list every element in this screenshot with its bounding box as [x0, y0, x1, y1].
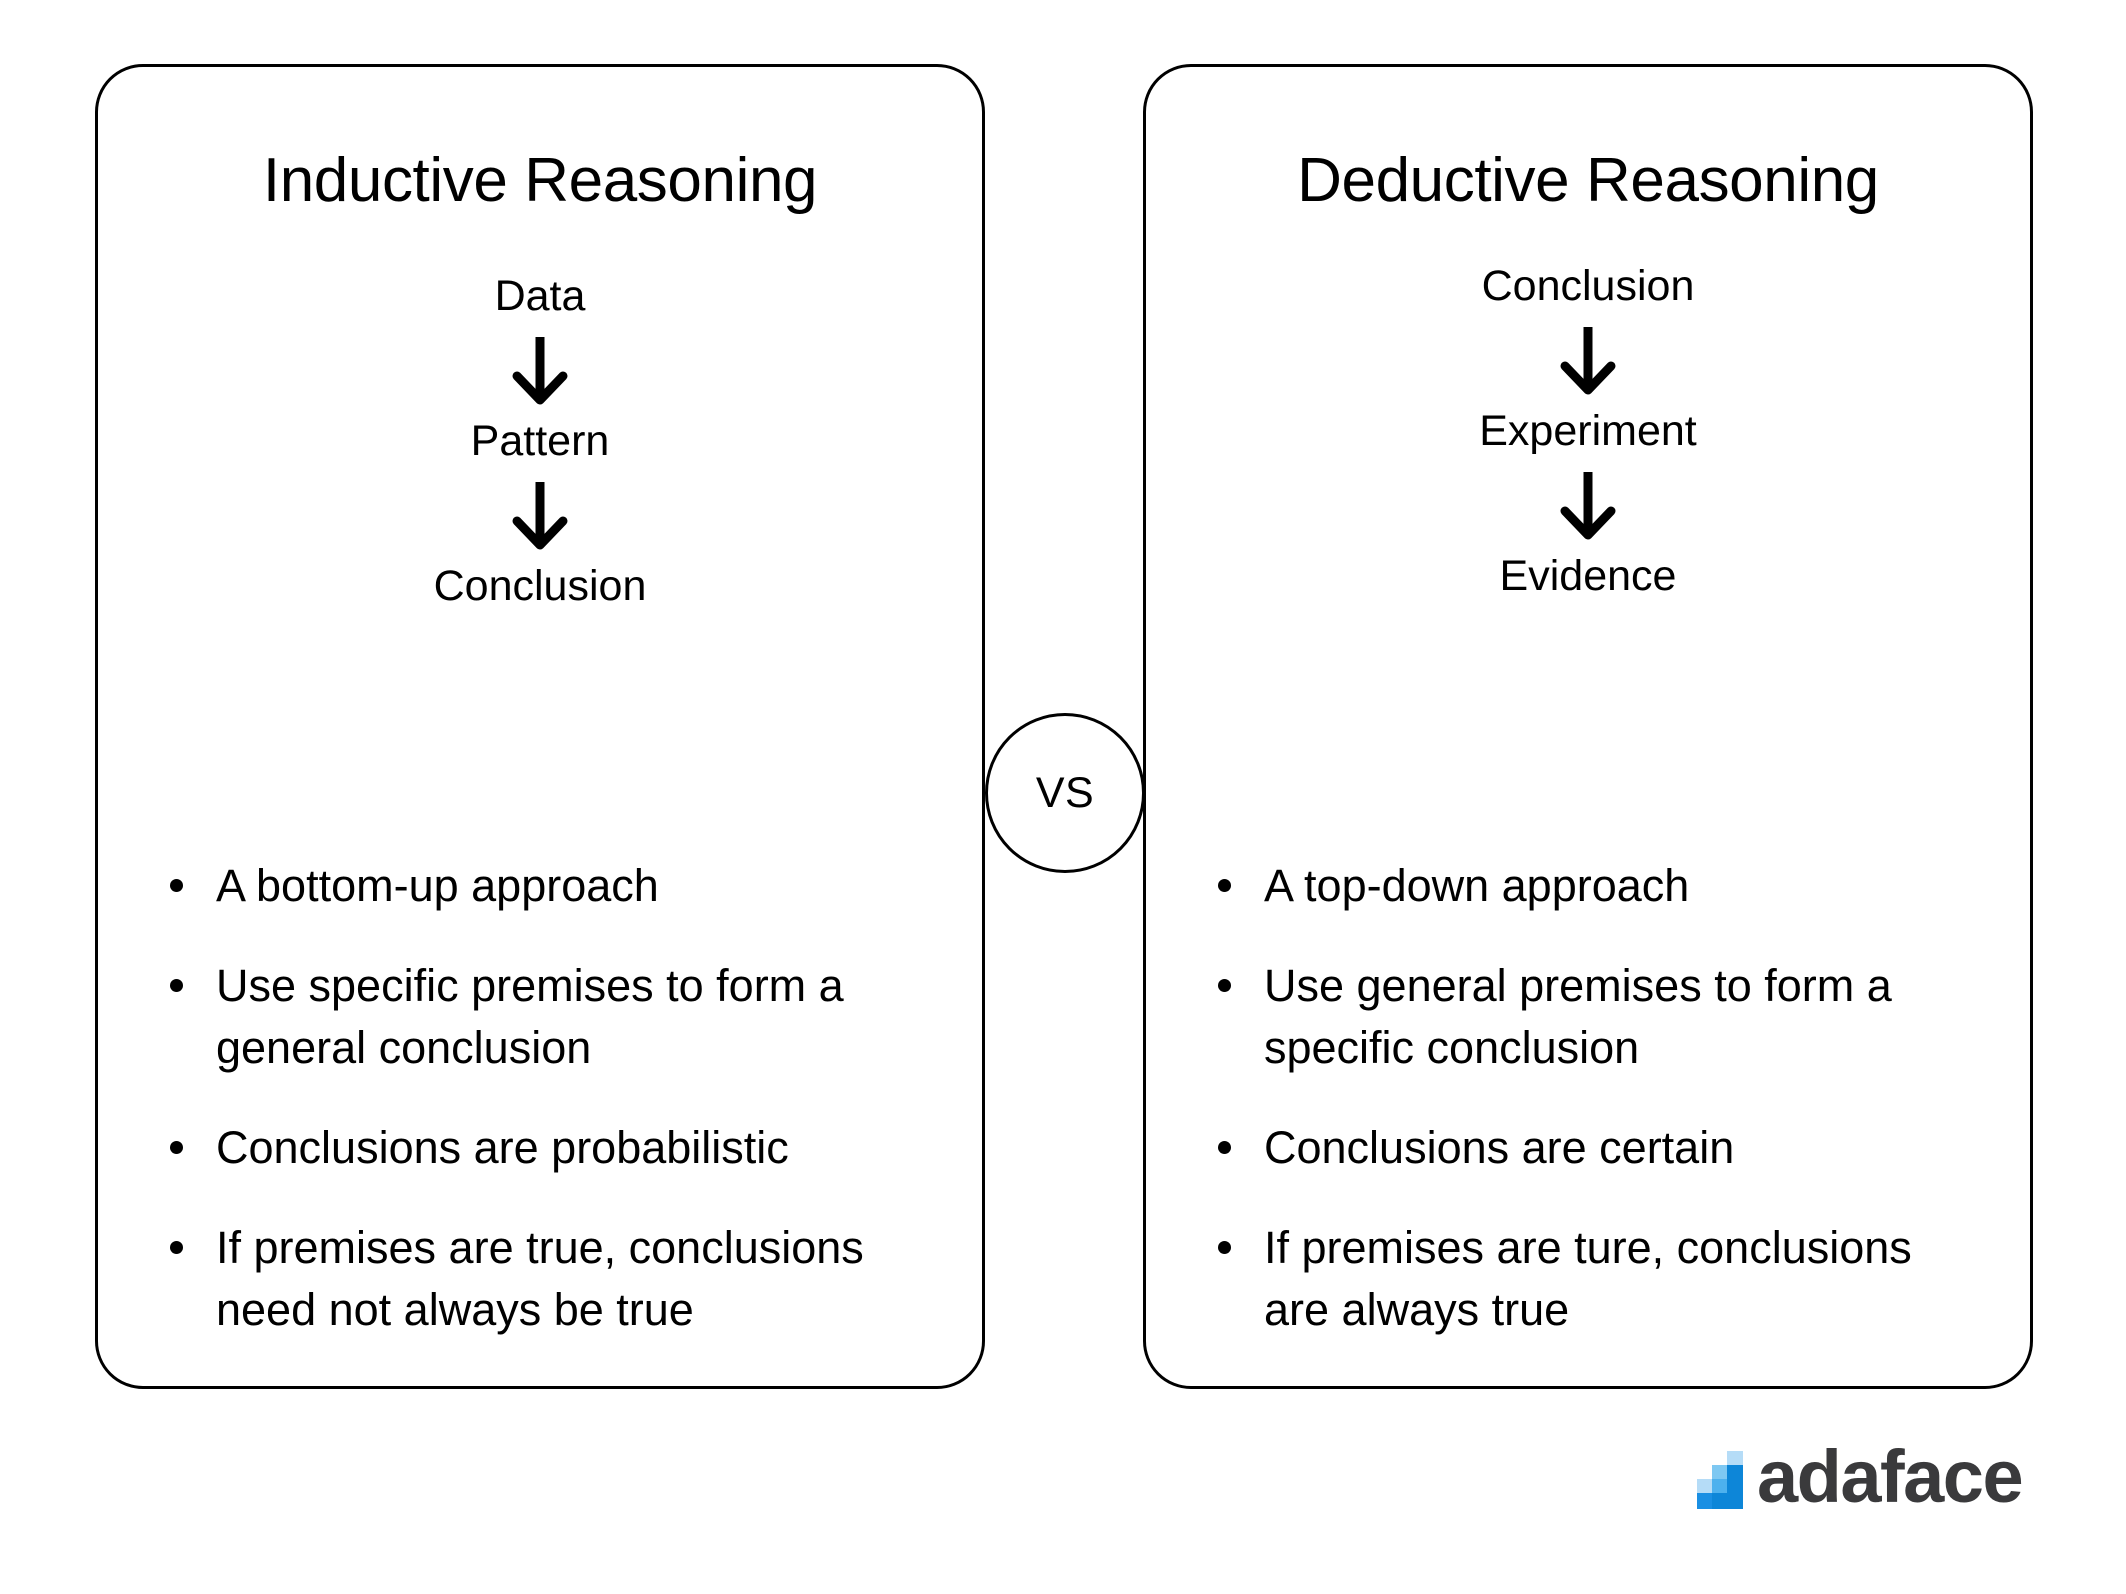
- bullet-dot-icon: [170, 1141, 183, 1155]
- bullet-list-deductive: A top-down approach Use general premises…: [1218, 855, 1982, 1342]
- versus-badge: VS: [985, 713, 1145, 873]
- bullet-dot-icon: [1218, 879, 1231, 892]
- list-item-label: A top-down approach: [1264, 860, 1690, 911]
- bullet-dot-icon: [1218, 979, 1231, 993]
- list-item-label: Use general premises to form a specific …: [1264, 960, 1892, 1074]
- bullet-dot-icon: [1218, 1141, 1231, 1155]
- bullet-dot-icon: [1218, 1241, 1231, 1255]
- flow-node-conclusion: Conclusion: [1481, 262, 1695, 310]
- flow-node-conclusion: Conclusion: [433, 562, 647, 610]
- panel-title-inductive: Inductive Reasoning: [262, 146, 818, 215]
- bullet-dot-icon: [170, 879, 183, 892]
- list-item-label: Conclusions are certain: [1264, 1122, 1735, 1174]
- list-item-label: If premises are true, conclusions need n…: [216, 1222, 864, 1336]
- flow-node-pattern: Pattern: [470, 417, 610, 465]
- versus-label: VS: [1035, 768, 1095, 817]
- list-item: If premises are true, conclusions need n…: [170, 1217, 934, 1341]
- flow-node-data: Data: [494, 272, 586, 320]
- adaface-logo: adaface: [1697, 1435, 2024, 1518]
- list-item: A bottom-up approach: [170, 855, 934, 917]
- panel-deductive-reasoning: Deductive Reasoning Conclusion Experimen…: [1143, 64, 2033, 1389]
- flow-node-evidence: Evidence: [1499, 552, 1677, 600]
- list-item: A top-down approach: [1218, 855, 1982, 917]
- list-item: Use general premises to form a specific …: [1218, 955, 1982, 1079]
- list-item-label: Use specific premises to form a general …: [216, 960, 844, 1074]
- list-item: Conclusions are probabilistic: [170, 1117, 934, 1179]
- arrow-down-icon: [509, 332, 571, 408]
- list-item-label: A bottom-up approach: [216, 860, 659, 911]
- adaface-bars-icon: [1697, 1445, 1743, 1509]
- bullet-list-inductive: A bottom-up approach Use specific premis…: [170, 855, 934, 1342]
- flow-diagram-deductive: Conclusion Experiment Evidence: [1146, 265, 2030, 598]
- flow-diagram-inductive: Data Pattern Conclusion: [98, 275, 982, 608]
- list-item-label: Conclusions are probabilistic: [216, 1122, 789, 1174]
- arrow-down-icon: [1557, 467, 1619, 543]
- list-item-label: If premises are ture, conclusions are al…: [1264, 1222, 1912, 1336]
- flow-node-experiment: Experiment: [1479, 407, 1697, 455]
- list-item: If premises are ture, conclusions are al…: [1218, 1217, 1982, 1341]
- panel-title-deductive: Deductive Reasoning: [1297, 146, 1879, 215]
- adaface-wordmark: adaface: [1757, 1435, 2024, 1518]
- bullet-dot-icon: [170, 979, 183, 993]
- panel-inductive-reasoning: Inductive Reasoning Data Pattern Conclus…: [95, 64, 985, 1389]
- bullet-dot-icon: [170, 1241, 183, 1255]
- arrow-down-icon: [509, 477, 571, 553]
- arrow-down-icon: [1557, 322, 1619, 398]
- list-item: Conclusions are certain: [1218, 1117, 1982, 1179]
- list-item: Use specific premises to form a general …: [170, 955, 934, 1079]
